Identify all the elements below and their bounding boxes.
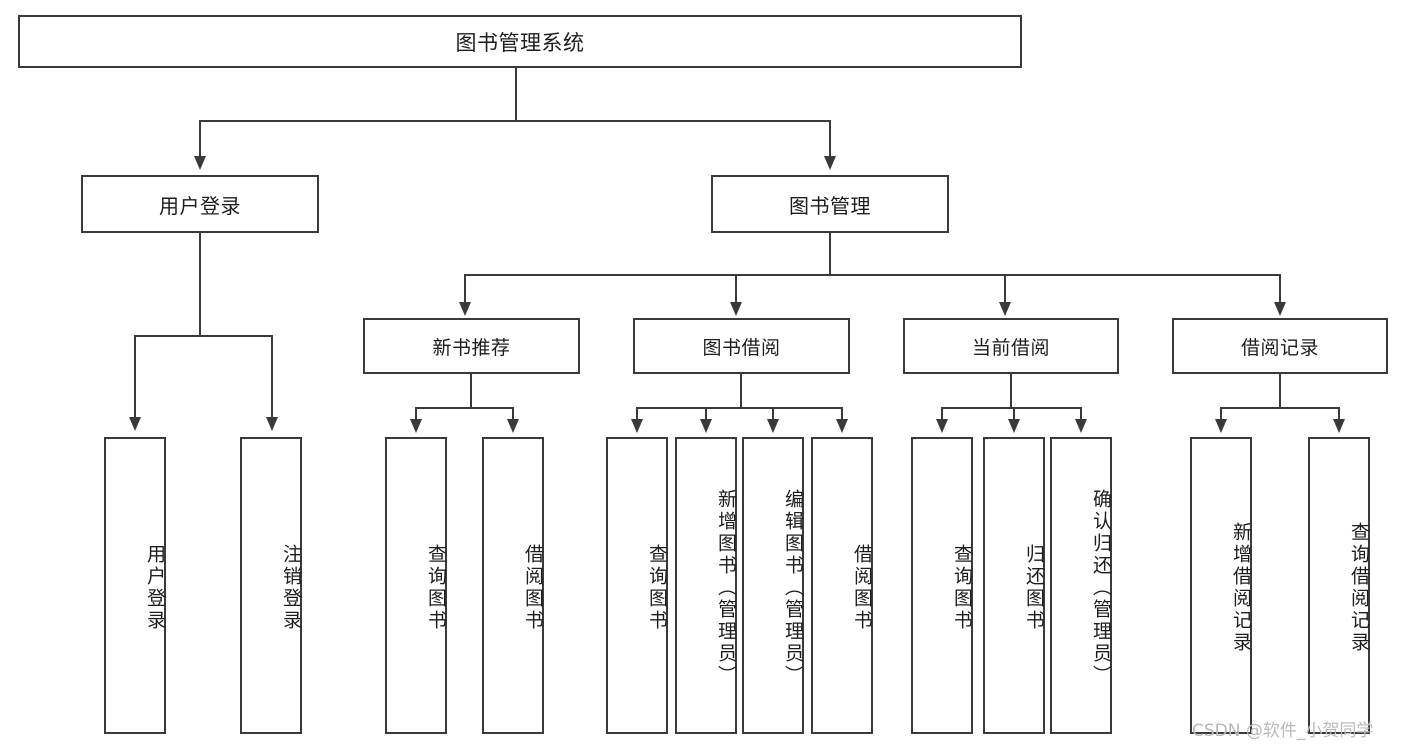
- node-root-book-management-system[interactable]: 图书管理系统: [18, 15, 1022, 68]
- node-new-book-recommend[interactable]: 新书推荐: [363, 318, 580, 374]
- connector-to-borrow-record: [1279, 274, 1281, 304]
- node-leaf-edit-book-admin[interactable]: 编辑图书（管理员）: [742, 437, 804, 734]
- connector-book-borrow-bar: [636, 407, 843, 409]
- arrowhead-leaf-query-book-cur: [936, 419, 948, 433]
- arrowhead-leaf-add-book-admin: [700, 419, 712, 433]
- connector-level2-bar: [464, 274, 1281, 276]
- arrowhead-leaf-edit-book-admin: [767, 419, 779, 433]
- connector-bb-2: [705, 407, 707, 421]
- connector-cb-1: [941, 407, 943, 421]
- connector-root-trunk: [515, 68, 517, 121]
- connector-nbr-right: [512, 407, 514, 421]
- arrowhead-leaf-user-login: [129, 417, 141, 431]
- arrowhead-leaf-query-book: [631, 419, 643, 433]
- node-leaf-user-logout[interactable]: 注销登录: [240, 437, 302, 734]
- arrowhead-leaf-borrow-book: [836, 419, 848, 433]
- connector-current-borrow-bar: [941, 407, 1081, 409]
- connector-cb-3: [1080, 407, 1082, 421]
- connector-borrow-record-bar: [1220, 407, 1339, 409]
- connector-user-login-trunk: [199, 233, 201, 336]
- connector-user-login-right: [271, 335, 273, 419]
- connector-to-new-book-recommend: [464, 274, 466, 304]
- csdn-watermark: CSDN @软件_小贺同学: [1192, 721, 1374, 741]
- node-leaf-user-login[interactable]: 用户登录: [104, 437, 166, 734]
- connector-to-book-borrow: [735, 274, 737, 304]
- node-leaf-add-borrow-record[interactable]: 新增借阅记录: [1190, 437, 1252, 734]
- node-leaf-query-borrow-record[interactable]: 查询借阅记录: [1308, 437, 1370, 734]
- node-leaf-borrow-book[interactable]: 借阅图书: [811, 437, 873, 734]
- connector-new-book-recommend-bar: [415, 407, 513, 409]
- node-book-management[interactable]: 图书管理: [711, 175, 949, 233]
- connector-to-user-login: [199, 120, 201, 158]
- connector-br-right: [1338, 407, 1340, 421]
- connector-bb-4: [841, 407, 843, 421]
- node-leaf-add-book-admin[interactable]: 新增图书（管理员）: [675, 437, 737, 734]
- node-current-borrow[interactable]: 当前借阅: [903, 318, 1119, 374]
- connector-bb-3: [772, 407, 774, 421]
- arrowhead-leaf-user-logout: [266, 417, 278, 431]
- node-leaf-return-book[interactable]: 归还图书: [983, 437, 1045, 734]
- node-leaf-borrow-book-recommend[interactable]: 借阅图书: [482, 437, 544, 734]
- connector-nbr-left: [415, 407, 417, 421]
- connector-bb-1: [636, 407, 638, 421]
- arrowhead-book-borrow: [730, 302, 742, 316]
- arrowhead-current-borrow: [999, 302, 1011, 316]
- connector-borrow-record-trunk: [1279, 374, 1281, 408]
- node-book-borrow[interactable]: 图书借阅: [633, 318, 850, 374]
- connector-level1-bar: [199, 120, 831, 122]
- arrowhead-borrow-record: [1274, 302, 1286, 316]
- node-leaf-query-book[interactable]: 查询图书: [606, 437, 668, 734]
- connector-user-login-left: [134, 335, 136, 419]
- arrowhead-leaf-return-book: [1008, 419, 1020, 433]
- arrowhead-leaf-query-record: [1333, 419, 1345, 433]
- node-leaf-query-book-current[interactable]: 查询图书: [911, 437, 973, 734]
- arrowhead-leaf-confirm-return-admin: [1075, 419, 1087, 433]
- node-user-login[interactable]: 用户登录: [81, 175, 319, 233]
- node-leaf-query-book-recommend[interactable]: 查询图书: [385, 437, 447, 734]
- arrowhead-leaf-add-record: [1215, 419, 1227, 433]
- connector-br-left: [1220, 407, 1222, 421]
- connector-to-current-borrow: [1004, 274, 1006, 304]
- connector-book-manage-trunk: [829, 233, 831, 275]
- connector-to-book-manage: [829, 120, 831, 158]
- arrowhead-leaf-borrow-book-rec: [507, 419, 519, 433]
- connector-book-borrow-trunk: [740, 374, 742, 408]
- node-leaf-confirm-return-admin[interactable]: 确认归还（管理员）: [1050, 437, 1112, 734]
- connector-new-book-recommend-trunk: [470, 374, 472, 408]
- arrowhead-book-manage: [824, 156, 836, 170]
- connector-cb-2: [1013, 407, 1015, 421]
- connector-user-login-bar: [134, 335, 273, 337]
- node-borrow-record[interactable]: 借阅记录: [1172, 318, 1388, 374]
- arrowhead-new-book-recommend: [459, 302, 471, 316]
- connector-current-borrow-trunk: [1010, 374, 1012, 408]
- arrowhead-leaf-query-book-rec: [410, 419, 422, 433]
- arrowhead-user-login: [194, 156, 206, 170]
